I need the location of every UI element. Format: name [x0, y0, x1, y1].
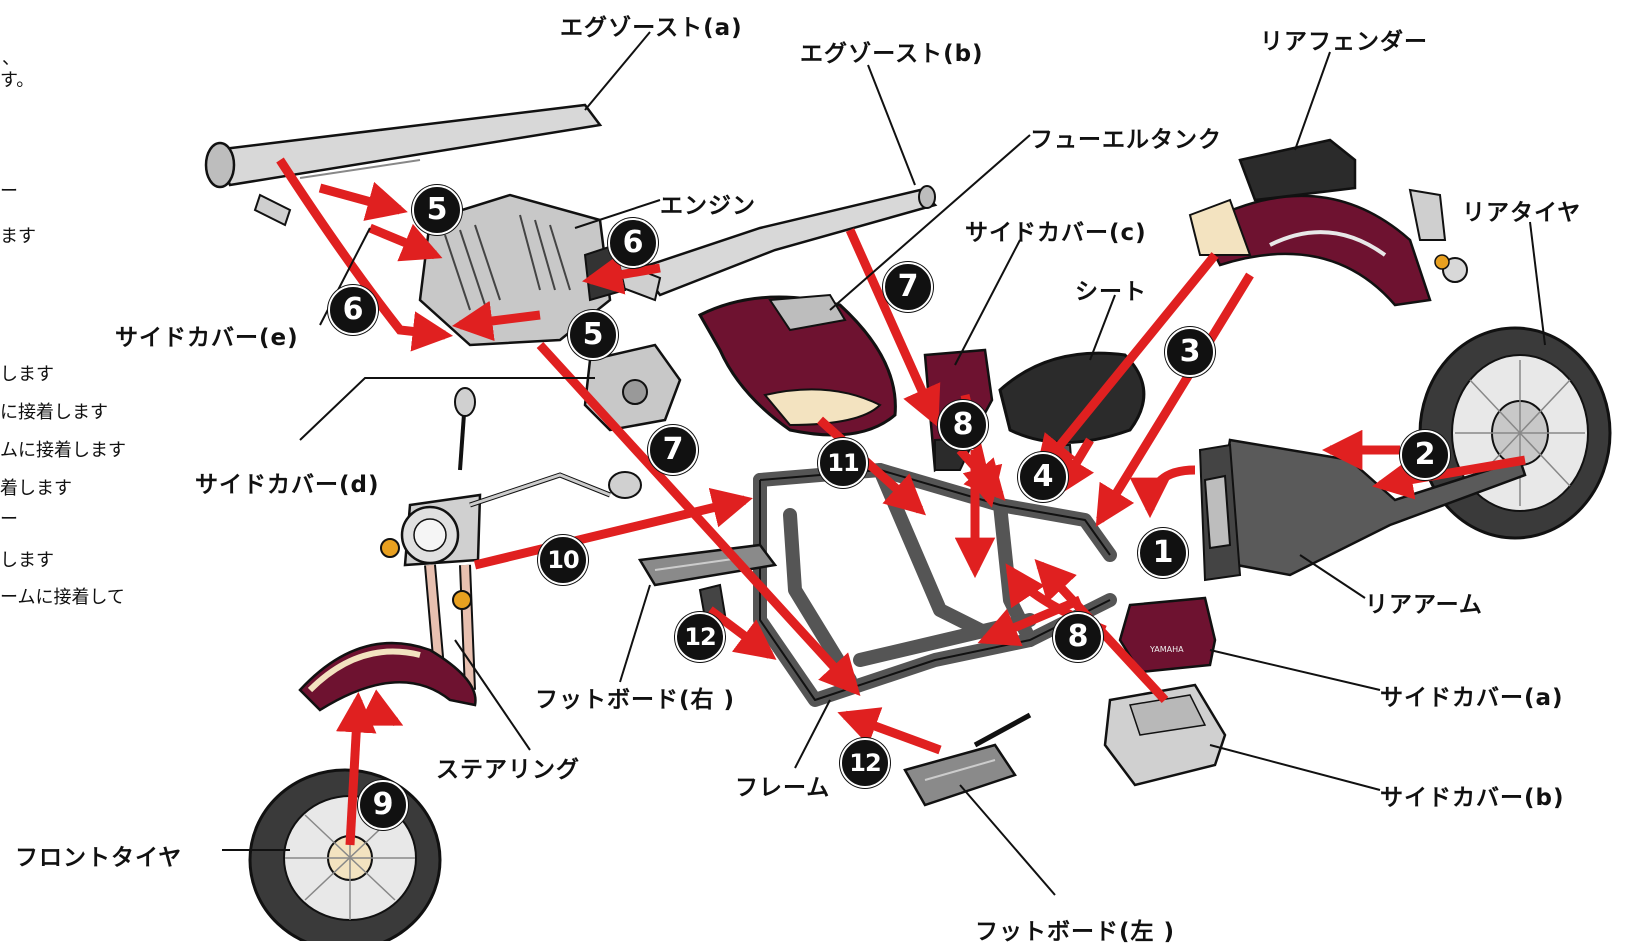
- leader-steering: [454, 639, 531, 751]
- leader-side-cover-a: [1209, 649, 1381, 691]
- label-steering: ステアリング: [436, 757, 580, 783]
- arrow-step-11: [816, 416, 927, 516]
- step-badge-10: 10: [538, 535, 588, 585]
- leader-rear-tire: [1529, 221, 1546, 346]
- leader-frame: [794, 699, 831, 769]
- arrow-step-3a: [1034, 252, 1219, 477]
- arrow-step-10: [473, 487, 753, 570]
- side-text-4: します: [0, 364, 54, 385]
- exhaust-a-part: [204, 103, 603, 227]
- side-text-6: ムに接着します: [0, 440, 126, 461]
- step-badge-8: 8: [938, 400, 988, 450]
- leader-side-cover-b: [1209, 744, 1381, 791]
- rear-arm-part: [1198, 438, 1527, 582]
- leader-exhaust-a: [584, 31, 651, 111]
- leader-side-cover-d: [299, 377, 595, 441]
- footboard-right-part: [637, 543, 778, 620]
- arrow-step-9: [335, 691, 377, 846]
- front-tire-part: [248, 768, 442, 941]
- rear-tire-part: [1418, 326, 1612, 540]
- step-badge-7: 7: [883, 262, 933, 312]
- arrow-step-5b: [368, 223, 443, 262]
- label-engine: エンジン: [660, 193, 756, 219]
- step-badge-7: 7: [648, 425, 698, 475]
- rear-fender-part: [1188, 138, 1468, 307]
- arrow-step-12a: [707, 606, 777, 660]
- footboard-left-part: [903, 712, 1032, 807]
- label-fuel-tank: フューエルタンク: [1030, 127, 1222, 153]
- arrow-step-5c: [451, 300, 541, 342]
- step-badge-8: 8: [1053, 612, 1103, 662]
- step-badge-6: 6: [608, 218, 658, 268]
- label-frame: フレーム: [735, 775, 831, 801]
- arrow-step-7a: [845, 228, 941, 428]
- side-text-3: ます: [0, 226, 36, 247]
- leader-side-cover-c: [954, 239, 1021, 366]
- arrow-step-6a: [276, 157, 454, 352]
- step-badge-4: 4: [1018, 452, 1068, 502]
- arrow-step-9b: [357, 689, 404, 727]
- arrow-step-3b: [1095, 272, 1254, 527]
- leader-exhaust-b: [867, 64, 916, 186]
- label-side-cover-e: サイドカバー(e): [115, 325, 299, 351]
- label-side-cover-d: サイドカバー(d): [195, 472, 380, 498]
- label-rear-fender: リアフェンダー: [1260, 29, 1428, 55]
- side-cover-b-part: [1103, 683, 1227, 787]
- label-rear-arm: リアアーム: [1365, 592, 1483, 618]
- leader-rear-fender: [1294, 51, 1331, 151]
- leader-footboard-left: [959, 784, 1056, 896]
- label-seat: シート: [1075, 279, 1147, 305]
- step-badge-12: 12: [675, 612, 725, 662]
- side-text-1: す。: [0, 70, 35, 91]
- arrow-step-8d: [977, 595, 1082, 647]
- leader-seat: [1089, 294, 1116, 361]
- label-exhaust-a: エグゾースト(a): [560, 15, 743, 41]
- side-text-8: ー: [0, 509, 18, 530]
- side-cover-a-part: YAMAHA: [1118, 596, 1217, 674]
- side-cover-d-part: [583, 343, 682, 432]
- label-footboard-right: フットボード(右 ): [535, 687, 736, 713]
- label-side-cover-a: サイドカバー(a): [1380, 685, 1564, 711]
- label-side-cover-c: サイドカバー(c): [965, 220, 1147, 246]
- side-text-2: ー: [0, 181, 18, 202]
- step-badge-5: 5: [412, 185, 462, 235]
- step-badge-6: 6: [328, 285, 378, 335]
- label-side-cover-b: サイドカバー(b): [1380, 785, 1565, 811]
- leader-rear-arm: [1299, 554, 1366, 599]
- step-badge-5: 5: [568, 310, 618, 360]
- leader-engine: [574, 199, 661, 229]
- fuel-tank-part: [697, 293, 897, 437]
- leader-lines: [222, 31, 1546, 896]
- step-badge-3: 3: [1165, 327, 1215, 377]
- step-badge-9: 9: [358, 780, 408, 830]
- arrow-step-7b: [536, 341, 861, 696]
- leader-fuel-tank: [829, 134, 1031, 311]
- side-text-5: に接着します: [0, 402, 108, 423]
- side-text-0: 、: [2, 48, 20, 69]
- step-badge-12: 12: [840, 738, 890, 788]
- step-badge-11: 11: [818, 438, 868, 488]
- label-exhaust-b: エグゾースト(b): [800, 41, 984, 67]
- arrow-step-12b: [837, 707, 942, 755]
- side-text-7: 着します: [0, 478, 72, 499]
- step-badge-1: 1: [1138, 528, 1188, 578]
- label-front-tire: フロントタイヤ: [15, 845, 183, 871]
- svg-text:YAMAHA: YAMAHA: [1149, 645, 1184, 654]
- step-badge-2: 2: [1400, 430, 1450, 480]
- arrow-step-1: [1129, 465, 1196, 519]
- label-rear-tire: リアタイヤ: [1462, 200, 1582, 226]
- arrow-step-5a: [318, 181, 408, 221]
- arrow-step-6b: [582, 254, 661, 295]
- side-text-10: ームに接着して: [0, 587, 125, 608]
- side-text-9: します: [0, 550, 54, 571]
- arrow-step-2b: [1372, 455, 1526, 500]
- leader-footboard-right: [619, 584, 651, 683]
